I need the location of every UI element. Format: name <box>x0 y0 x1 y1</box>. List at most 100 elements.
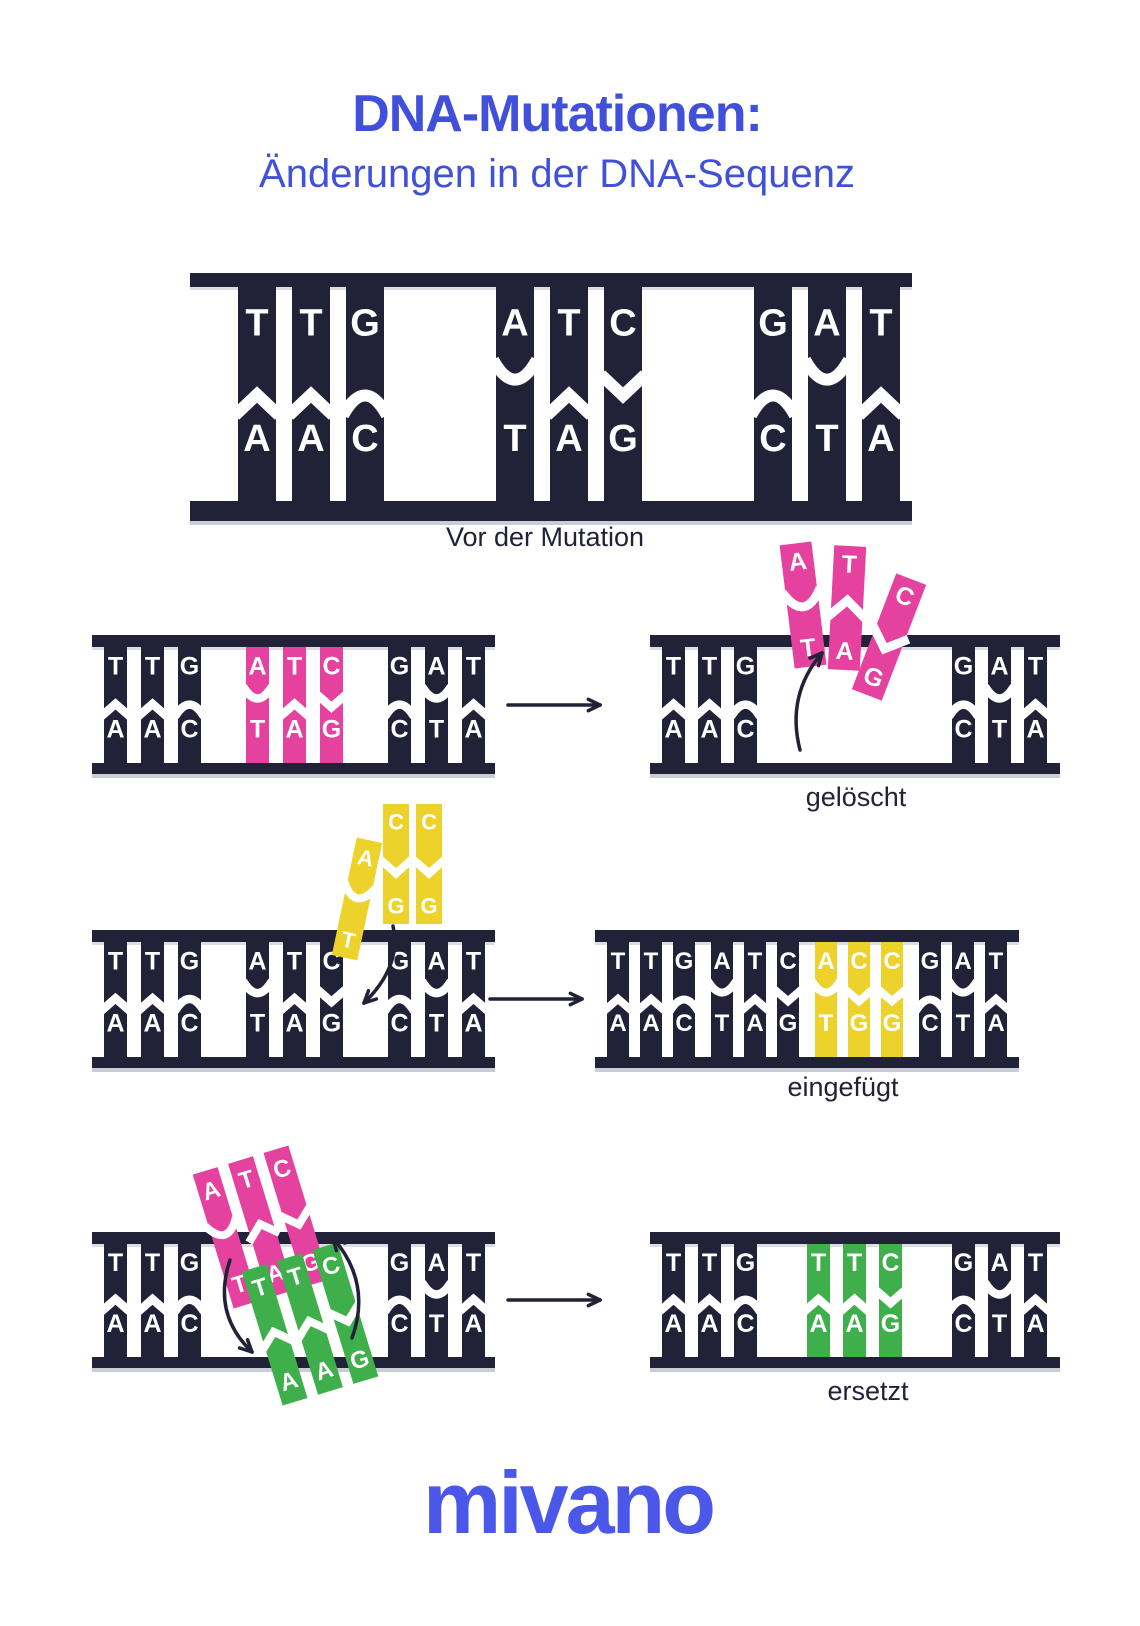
base-letter-top: G <box>180 653 199 681</box>
joint-peak <box>259 1326 295 1353</box>
caption-inserted: eingefügt <box>787 1072 899 1102</box>
base-pair: TA <box>837 1244 872 1357</box>
base-letter-bottom: C <box>180 715 198 743</box>
base-letter-top: A <box>427 1249 445 1277</box>
base-letter-bottom: A <box>285 1010 303 1038</box>
base-letter-top: T <box>466 948 481 976</box>
replacement-swap-arrow-right <box>331 1236 361 1340</box>
base-letter-bottom: A <box>609 1010 626 1037</box>
base-letter-top: G <box>736 1249 755 1277</box>
joint-dome <box>945 700 982 719</box>
base-letter-top: T <box>466 1249 481 1277</box>
base-pair: GC <box>912 942 948 1057</box>
base-letter-bottom: A <box>106 715 124 743</box>
base-letter-bottom: T <box>250 715 265 743</box>
base-pair: CG <box>314 942 349 1057</box>
base-pair: CG <box>314 647 349 763</box>
arrow-shaft <box>794 651 824 752</box>
base-letter-top: G <box>350 302 380 344</box>
deleted-base-pair: CG <box>851 573 927 701</box>
floating-base-pair: TA <box>824 545 869 671</box>
base-letter-bottom: A <box>700 715 718 743</box>
strand-rail-top <box>92 635 495 647</box>
joint-dome <box>945 1295 982 1315</box>
joint-dome <box>381 1295 418 1315</box>
base-pair: AT <box>981 647 1018 763</box>
base-letter-top: T <box>748 948 763 975</box>
base-letter-bottom: C <box>180 1010 198 1038</box>
joint-peak <box>135 1293 170 1316</box>
strand-rail-top <box>92 930 495 942</box>
inserted-base-pair: CG <box>377 804 415 924</box>
base-letter-bottom: T <box>250 1010 265 1038</box>
base-letter-top: T <box>611 948 626 975</box>
strand-rail-bottom <box>92 1057 495 1068</box>
arrow-head <box>331 1236 339 1253</box>
base-pair: GC <box>745 287 801 501</box>
joint-vee <box>771 986 805 1007</box>
base-letter-bottom: G <box>850 1010 869 1037</box>
joint-vee <box>277 1204 314 1230</box>
strand-rail-top <box>190 273 912 287</box>
base-letter-bottom: G <box>608 418 638 460</box>
base-letter-bottom: G <box>779 1010 798 1037</box>
base-pair: AT <box>418 647 455 763</box>
base-letter-top: T <box>847 1249 862 1277</box>
base-letter-top: C <box>850 948 867 975</box>
base-letter-bottom: A <box>700 1310 718 1338</box>
base-letter-top: T <box>299 302 322 344</box>
base-pair: TA <box>456 942 491 1057</box>
arrow-head <box>808 651 824 660</box>
base-letter-bottom: A <box>987 1010 1004 1037</box>
caption-deleted: gelöscht <box>805 782 907 812</box>
floating-base-pair: AT <box>778 541 827 669</box>
base-letter-bottom: T <box>992 1310 1007 1338</box>
base-letter-top: A <box>990 1249 1008 1277</box>
base-letter-bottom: T <box>992 715 1007 743</box>
base-letter-bottom: A <box>106 1310 124 1338</box>
joint-vee <box>377 856 415 879</box>
joint-dome <box>171 994 208 1014</box>
deleted-base-pair: TA <box>824 545 869 671</box>
joint-peak <box>837 1293 872 1316</box>
joint-dome <box>381 700 418 719</box>
joint-peak <box>456 1293 491 1316</box>
base-pair-bar <box>808 287 846 501</box>
base-pair: TA <box>738 942 772 1057</box>
base-pair-bar <box>496 287 534 501</box>
joint-dome <box>727 1295 764 1315</box>
base-pair: TA <box>230 287 284 501</box>
base-pair: AT <box>239 647 276 763</box>
base-pair: AT <box>799 287 855 501</box>
base-letter-top: A <box>990 653 1008 681</box>
joint-dome <box>912 995 948 1014</box>
base-letter-bottom: A <box>143 1010 161 1038</box>
base-letter-bottom: G <box>883 1010 902 1037</box>
strand-rail-bottom <box>92 763 495 774</box>
base-letter-bottom: A <box>845 1310 863 1338</box>
base-letter-bottom: T <box>429 715 444 743</box>
base-pair: TA <box>634 942 668 1057</box>
base-letter-top: A <box>248 948 266 976</box>
base-letter-bottom: A <box>555 418 582 460</box>
base-letter-top: A <box>817 948 834 975</box>
base-letter-bottom: T <box>715 1010 730 1037</box>
base-pair: CG <box>596 287 650 501</box>
base-pair: TA <box>854 287 908 501</box>
rail-shadow <box>92 1068 495 1072</box>
base-pair: AT <box>704 942 740 1057</box>
floating-bar <box>263 1145 330 1287</box>
joint-peak <box>135 992 170 1015</box>
base-letter-top: T <box>869 302 892 344</box>
base-letter-top: T <box>811 1249 826 1277</box>
base-pair-bar <box>952 942 974 1057</box>
base-letter-top: A <box>813 302 840 344</box>
joint-cup <box>808 978 844 997</box>
joint-cup <box>202 1215 240 1240</box>
base-pair: AT <box>487 287 543 501</box>
base-letter-top: G <box>954 653 973 681</box>
